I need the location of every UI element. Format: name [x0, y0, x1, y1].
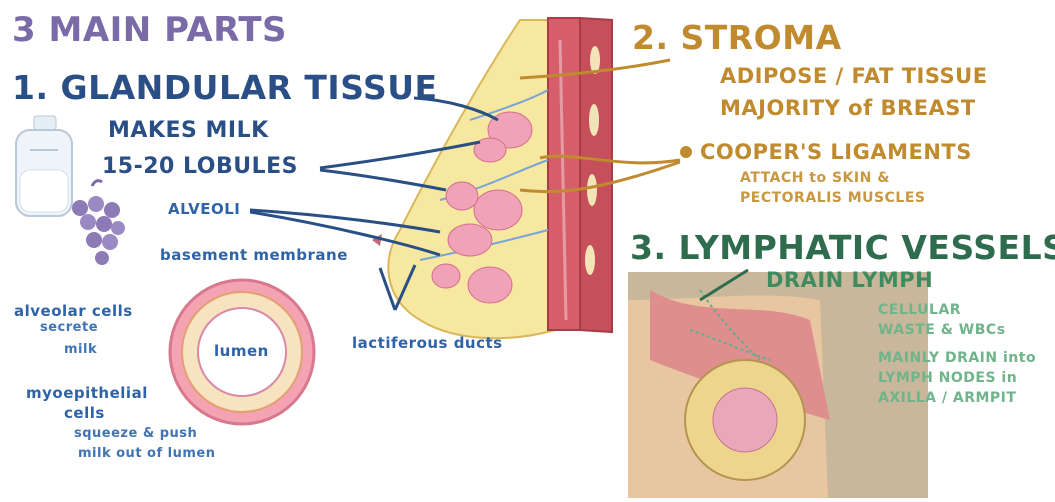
- alveoli-label: ALVEOLI: [168, 200, 240, 218]
- mainly-label-1: MAINLY DRAIN into: [878, 350, 1036, 366]
- majority-label: MAJORITY of BREAST: [720, 96, 976, 120]
- glandular-heading: 1. GLANDULAR TISSUE: [12, 68, 438, 107]
- cellular-label-2: WASTE & WBCs: [878, 322, 1006, 338]
- lymph-heading: 3. LYMPHATIC VESSELS: [630, 228, 1055, 267]
- milk-bottle-icon: [16, 116, 72, 216]
- drain-label: DRAIN LYMPH: [766, 268, 933, 292]
- lumen-label: lumen: [214, 342, 269, 360]
- milk-out-label: milk out of lumen: [78, 446, 216, 461]
- milk-label: milk: [64, 342, 97, 357]
- star-bullet-icon: [680, 146, 692, 158]
- mainly-label-3: AXILLA / ARMPIT: [878, 390, 1016, 406]
- attach-label-1: ATTACH to SKIN &: [740, 170, 890, 186]
- stroma-heading: 2. STROMA: [632, 18, 842, 57]
- basement-membrane-label: basement membrane: [160, 246, 348, 264]
- adipose-label: ADIPOSE / FAT TISSUE: [720, 64, 988, 88]
- lactiferous-label: lactiferous ducts: [352, 334, 503, 352]
- lobules-label: 15-20 LOBULES: [102, 154, 298, 179]
- page-title: 3 MAIN PARTS: [12, 10, 287, 50]
- breast-cross-section: [372, 18, 612, 338]
- attach-label-2: PECTORALIS MUSCLES: [740, 190, 925, 206]
- cellular-label-1: CELLULAR: [878, 302, 961, 318]
- mainly-label-2: LYMPH NODES in: [878, 370, 1017, 386]
- myoepithelial-label: myoepithelial: [26, 384, 148, 402]
- cooper-label: COOPER'S LIGAMENTS: [700, 140, 972, 164]
- cells-label: cells: [64, 404, 105, 422]
- makes-milk-label: MAKES MILK: [108, 118, 269, 143]
- squeeze-label: squeeze & push: [74, 426, 197, 441]
- alveolar-cells-label: alveolar cells: [14, 302, 133, 320]
- grapes-icon: [72, 181, 125, 265]
- secrete-label: secrete: [40, 320, 98, 335]
